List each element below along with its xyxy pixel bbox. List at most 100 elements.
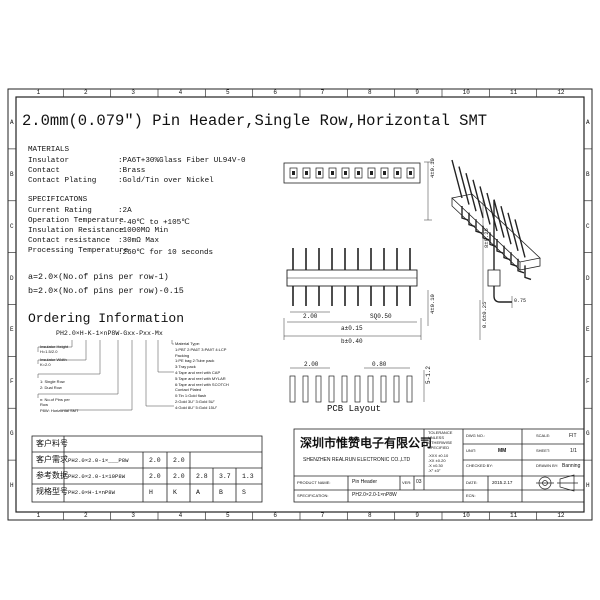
grid-row-label-left: F <box>10 378 14 386</box>
scale-value: FIT <box>569 433 577 439</box>
unit-value: MM <box>498 448 507 454</box>
title-block-grid <box>293 428 585 503</box>
customer-row-value: 2.0 <box>173 473 185 480</box>
dim-sq: SQ0.50 <box>370 313 392 320</box>
drawn-label: DRAWN BY: <box>536 463 559 468</box>
customer-row-value: S <box>242 489 246 496</box>
customer-row-code: PH2.0×2.0-1×10P8W <box>68 473 126 480</box>
top-pin <box>302 167 311 179</box>
grid-row-label-left: G <box>10 430 14 438</box>
dim-mid-height: 4±0.10 <box>429 294 436 314</box>
ordering-right-note: 2:Gold 3U" 3:Gold 5U" <box>175 399 215 404</box>
customer-row-value: B <box>219 489 223 496</box>
drawing-title: 2.0mm(0.079") Pin Header,Single Row,Hori… <box>22 112 488 130</box>
spec-value-row: :2A <box>118 207 132 215</box>
dim-pcb-pitch: 2.00 <box>304 361 319 368</box>
grid-column-label-top: 1 <box>36 89 41 96</box>
ordering-left-note: P8W: Horizontal SMT <box>40 408 79 413</box>
ver-label: VER: <box>402 480 412 485</box>
top-pin <box>406 167 415 179</box>
top-pin-core <box>292 171 295 175</box>
pcb-pad <box>315 375 322 403</box>
side-view <box>479 200 513 340</box>
grid-column-label-bottom: 7 <box>320 512 325 519</box>
ordering-right-note: 1:PE bag 2:Tube pack <box>175 358 215 364</box>
company-name-en: SHENZHEN REALRUN ELECTRONIC CO.,LTD <box>303 457 411 463</box>
tolerance-value: .X ±0.30 <box>428 463 443 468</box>
ordering-right-note: 3:Tray pack <box>175 364 196 370</box>
ordering-left-note: 2: Dual Row <box>40 385 62 390</box>
customer-table-grid <box>31 435 263 503</box>
ordering-left-note: Row <box>40 402 49 407</box>
ordering-right-note: 4:Tape and reel with CAP <box>175 370 221 375</box>
customer-row-value: 2.8 <box>196 473 208 480</box>
grid-row-label-left: B <box>10 170 14 178</box>
iso-pin <box>482 225 490 241</box>
customer-row-label: 参考数据 <box>36 471 68 480</box>
top-view-strip <box>283 161 432 221</box>
ordering-left-note: 1: Single Row <box>40 379 65 384</box>
pcb-pad <box>354 375 361 403</box>
customer-row-label: 规格型号 <box>36 487 68 496</box>
material-label: Contact <box>28 167 60 175</box>
grid-row-label-right: C <box>586 222 590 230</box>
ecn-label: ECN: <box>466 493 476 498</box>
scale-label: SCALE: <box>536 433 551 438</box>
iso-pin <box>479 186 491 225</box>
grid-column-label-top: 10 <box>462 89 470 96</box>
grid-column-label-top: 3 <box>131 89 135 96</box>
specifications-heading: SPECIFICATONS <box>28 196 88 204</box>
sheet-label: SHEET: <box>536 448 551 453</box>
grid-row-label-right: D <box>586 274 590 282</box>
spec-value-row: :30mΩ Max <box>118 237 160 245</box>
spec-label-row: Processing Temperature <box>28 247 129 255</box>
customer-row-value: 1.3 <box>242 473 254 480</box>
tolerance-value: .X° ±3° <box>428 468 441 473</box>
grid-column-label-bottom: 5 <box>226 512 230 519</box>
grid-column-label-bottom: 3 <box>131 512 135 519</box>
pcb-pad <box>328 375 335 403</box>
ver-value: 03 <box>416 479 422 485</box>
grid-row-label-right: H <box>586 482 590 490</box>
materials-heading: MATERIALS <box>28 146 70 154</box>
top-pin <box>341 167 350 179</box>
grid-row-label-left: C <box>10 222 14 230</box>
grid-row-label-right: E <box>586 326 590 334</box>
grid-column-label-bottom: 1 <box>36 512 41 519</box>
iso-pin <box>451 159 463 199</box>
date-value: 2015.2.17 <box>492 480 513 485</box>
iso-pin <box>493 199 505 238</box>
grid-column-label-top: 4 <box>178 89 183 96</box>
customer-row-label: 客户料号 <box>36 439 68 448</box>
ordering-left-note: K=2.0 <box>40 362 51 367</box>
ordering-heading: Ordering Information <box>28 311 185 326</box>
ordering-right-note: 6:Tape and reel with SCOTCH <box>175 381 229 387</box>
dwg-no-label: DWG NO.: <box>466 433 486 438</box>
checked-label: CHECKED BY: <box>466 463 493 468</box>
grid-column-label-top: 6 <box>273 89 277 96</box>
iso-pin <box>496 239 504 254</box>
iso-view <box>451 159 541 281</box>
product-label: PRODUCT NAME: <box>297 480 331 485</box>
dim-a: a±0.15 <box>341 325 363 332</box>
customer-row-label: 客户需求 <box>36 455 68 464</box>
top-pin-core <box>409 171 412 175</box>
iso-pin <box>500 206 512 245</box>
formula-a: a=2.0×(No.of pins per row-1) <box>28 272 169 282</box>
tolerance-text: SPECIFIED <box>428 445 450 450</box>
pcb-layout <box>289 367 425 403</box>
spec-label-row: Operation Temperature <box>28 217 124 225</box>
ordering-right-note: Material Type: <box>175 341 201 346</box>
top-pin-core <box>383 171 386 175</box>
pcb-pad <box>393 375 400 403</box>
spec-value-row: :-40℃ to +105℃ <box>118 219 190 227</box>
grid-column-label-bottom: 8 <box>368 512 372 519</box>
top-pin-core <box>331 171 334 175</box>
top-pin <box>393 167 402 179</box>
pcb-pad <box>341 375 348 403</box>
dim-right-height: 8±0.25 <box>483 228 490 248</box>
material-value: :PA6T+30%Glass Fiber UL94V-0 <box>118 157 246 165</box>
grid-column-label-top: 2 <box>84 89 88 96</box>
top-pin-core <box>318 171 321 175</box>
top-pin <box>367 167 376 179</box>
